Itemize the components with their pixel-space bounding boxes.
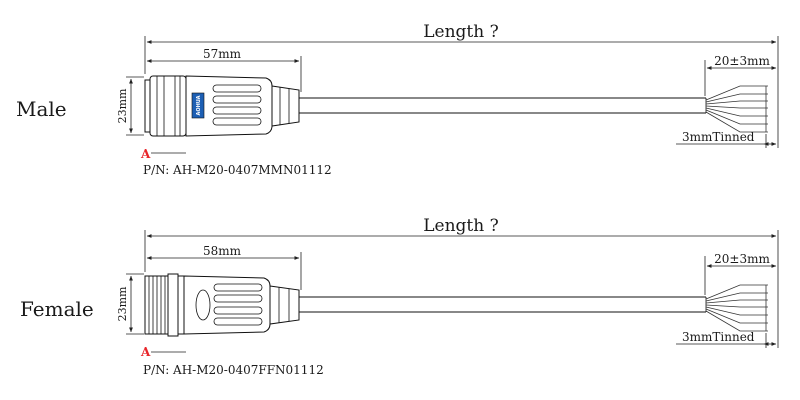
female-length-label: Length ? [423,216,498,236]
female-diameter-dimension: 23mm [116,273,144,335]
female-strip-label: 20±3mm [714,252,770,266]
female-cable [299,296,707,313]
male-tinned-dimension: 3mmTinned [676,130,777,148]
male-cable [299,97,707,114]
male-length-dimension: Length ? [144,22,779,148]
male-connector-length-label: 57mm [203,47,242,61]
male-part-number: P/N: AH-M20-0407MMN01112 [143,163,332,177]
female-section-mark: A [140,345,151,359]
brand-logo-icon [191,92,205,119]
male-wires [705,85,768,133]
male-connector-body: AOHUA [144,75,300,137]
male-section-mark: A [140,147,151,161]
female-label: Female [20,297,94,321]
female-strip-dimension: 20±3mm [704,252,777,295]
brand-logo-text: AOHUA [196,95,202,115]
female-diameter-label: 23mm [116,286,129,321]
female-tinned-dimension: 3mmTinned [676,330,777,348]
male-tinned-label: 3mmTinned [682,130,755,144]
female-wires [705,284,768,332]
female-connector-length-dimension: 58mm [146,244,302,290]
female-connector-body [144,273,300,337]
male-strip-label: 20±3mm [714,54,770,68]
male-diameter-dimension: 23mm [116,76,144,136]
female-tinned-label: 3mmTinned [682,330,755,344]
female-length-dimension: Length ? [144,216,779,348]
female-assembly: Female Length ? 58mm 23mm [20,216,779,377]
male-length-label: Length ? [423,22,498,42]
male-label: Male [16,97,67,121]
female-part-number: P/N: AH-M20-0407FFN01112 [143,363,324,377]
male-assembly: Male Length ? 57mm 23mm [16,22,779,177]
female-connector-length-label: 58mm [203,244,242,258]
male-diameter-label: 23mm [116,88,129,123]
male-connector-length-dimension: 57mm [146,47,302,92]
male-strip-dimension: 20±3mm [704,54,777,96]
